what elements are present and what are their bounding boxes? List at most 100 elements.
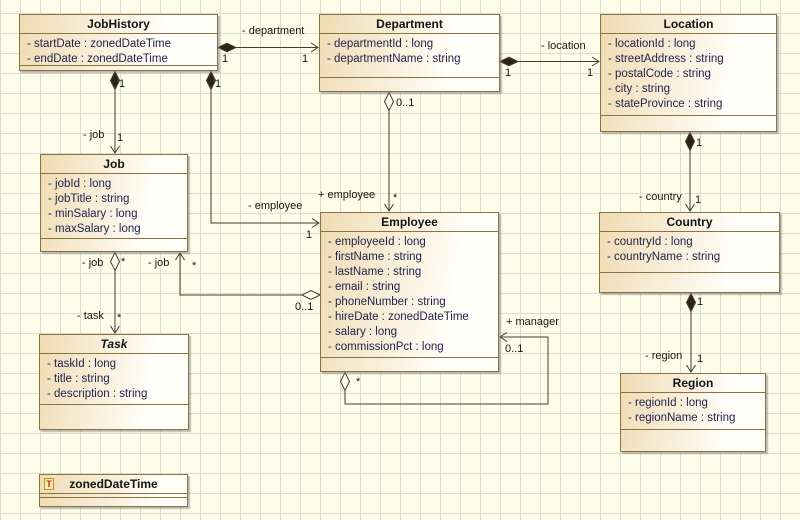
aggregation-diamond — [383, 91, 395, 112]
connector-employee-job[interactable] — [175, 252, 322, 300]
multiplicity-label[interactable]: 1 — [222, 53, 229, 65]
class-region[interactable]: Region - regionId : long - regionName : s… — [620, 373, 766, 452]
association-label[interactable]: - job — [83, 129, 105, 141]
multiplicity-label[interactable]: 1 — [306, 229, 313, 241]
class-jobhistory[interactable]: JobHistory - startDate : zonedDateTime- … — [19, 14, 218, 71]
datatype-empty-row — [40, 494, 187, 498]
multiplicity-label[interactable]: 1 — [587, 67, 594, 79]
class-operations — [621, 430, 765, 451]
class-attribute: - employeeId : long — [328, 236, 426, 248]
class-attributes: - locationId : long- streetAddress : str… — [601, 34, 776, 116]
class-attribute: - regionName : string — [628, 412, 736, 424]
class-title: Job — [41, 155, 187, 174]
datatype-title: T zonedDateTime — [40, 475, 187, 494]
class-title: Country — [600, 213, 779, 232]
association-label[interactable]: - location — [541, 40, 586, 52]
aggregation-diamond — [300, 290, 322, 300]
multiplicity-label[interactable]: 1 — [697, 296, 704, 308]
class-title: Department — [320, 15, 499, 34]
class-attribute: - city : string — [608, 83, 670, 95]
open-arrowhead — [310, 42, 319, 53]
connector-location-country[interactable] — [684, 131, 696, 212]
class-attribute: - commissionPct : long — [328, 341, 444, 353]
aggregation-diamond — [109, 251, 121, 272]
association-label[interactable]: + employee — [318, 189, 376, 201]
open-arrowhead — [311, 218, 320, 228]
connector-department-location[interactable] — [498, 56, 600, 67]
class-title: Task — [40, 335, 188, 354]
class-operations — [40, 405, 188, 429]
class-attribute: - maxSalary : long — [48, 223, 141, 235]
open-arrowhead — [499, 332, 508, 342]
class-attributes: - departmentId : long- departmentName : … — [320, 34, 499, 78]
association-label[interactable]: - employee — [248, 200, 303, 212]
class-attribute: - startDate : zonedDateTime — [27, 38, 172, 50]
association-label[interactable]: - job — [82, 257, 104, 269]
multiplicity-label[interactable]: 1 — [695, 194, 702, 206]
multiplicity-label[interactable]: 0..1 — [505, 343, 524, 355]
class-attribute: - countryId : long — [607, 236, 693, 248]
datatype-zoneddatetime[interactable]: T zonedDateTime — [39, 474, 188, 507]
class-attribute: - countryName : string — [607, 251, 721, 263]
multiplicity-label[interactable]: * — [121, 256, 126, 268]
class-operations — [41, 239, 187, 251]
composition-diamond — [498, 56, 520, 67]
class-attribute: - lastName : string — [328, 266, 422, 278]
composition-diamond — [684, 131, 696, 152]
open-arrowhead — [686, 364, 696, 373]
class-task[interactable]: Task - taskId : long- title : string- de… — [39, 334, 189, 430]
class-attribute: - postalCode : string — [608, 68, 711, 80]
class-attribute: - description : string — [47, 388, 148, 400]
class-operations — [320, 78, 499, 91]
class-attributes: - regionId : long - regionName : string — [621, 393, 765, 430]
connector-country-region[interactable] — [685, 292, 697, 373]
multiplicity-label[interactable]: * — [356, 376, 361, 388]
class-employee[interactable]: Employee - employeeId : long- firstName … — [320, 212, 499, 372]
class-attributes: - taskId : long- title : string- descrip… — [40, 354, 188, 405]
class-title: Location — [601, 15, 776, 34]
multiplicity-label[interactable]: 1 — [696, 137, 703, 149]
class-title: Employee — [321, 213, 498, 232]
multiplicity-label[interactable]: 0..1 — [396, 97, 415, 109]
class-operations — [601, 116, 776, 131]
open-arrowhead — [384, 203, 394, 212]
open-arrowhead — [110, 145, 120, 154]
multiplicity-label[interactable]: 1 — [505, 67, 512, 79]
multiplicity-label[interactable]: 1 — [215, 78, 222, 90]
class-attribute: - title : string — [47, 373, 110, 385]
class-attribute: - hireDate : zonedDateTime — [328, 311, 469, 323]
association-label[interactable]: - department — [242, 25, 305, 37]
class-title: Region — [621, 374, 765, 393]
multiplicity-label[interactable]: * — [117, 312, 122, 324]
class-attribute: - jobTitle : string — [48, 193, 130, 205]
class-country[interactable]: Country - countryId : long - countryName … — [599, 212, 780, 293]
multiplicity-label[interactable]: * — [393, 192, 398, 204]
class-operations — [20, 66, 217, 70]
association-label[interactable]: - region — [645, 350, 683, 362]
class-operations — [600, 273, 779, 292]
connector-jobhistory-department[interactable] — [216, 42, 319, 53]
multiplicity-label[interactable]: 1 — [119, 78, 126, 90]
class-location[interactable]: Location - locationId : long- streetAddr… — [600, 14, 777, 132]
multiplicity-label[interactable]: * — [192, 260, 197, 272]
datatype-icon: T — [44, 478, 54, 490]
association-label[interactable]: - job — [148, 257, 170, 269]
association-label[interactable]: - country — [639, 191, 682, 203]
multiplicity-label[interactable]: 1 — [117, 132, 124, 144]
class-attribute: - email : string — [328, 281, 401, 293]
multiplicity-label[interactable]: 1 — [302, 53, 309, 65]
composition-diamond — [216, 42, 238, 53]
association-label[interactable]: + manager — [506, 316, 559, 328]
class-department[interactable]: Department - departmentId : long- depart… — [319, 14, 500, 92]
multiplicity-label[interactable]: 0..1 — [295, 301, 314, 313]
class-title: JobHistory — [20, 15, 217, 34]
class-attribute: - salary : long — [328, 326, 398, 338]
class-job[interactable]: Job - jobId : long- jobTitle : string- m… — [40, 154, 188, 252]
class-attribute: - streetAddress : string — [608, 53, 724, 65]
composition-diamond — [685, 292, 697, 313]
class-attribute: - regionId : long — [628, 397, 708, 409]
multiplicity-label[interactable]: 1 — [697, 353, 704, 365]
open-arrowhead — [591, 56, 600, 67]
association-label[interactable]: - task — [77, 310, 104, 322]
